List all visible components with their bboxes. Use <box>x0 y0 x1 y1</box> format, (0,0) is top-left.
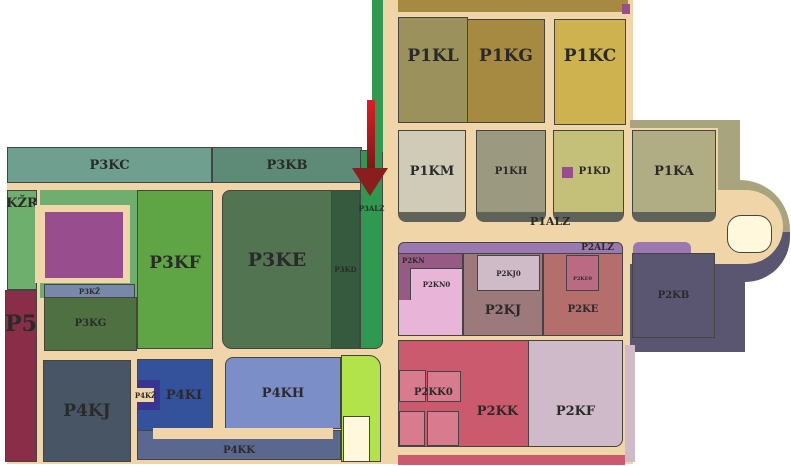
room-P2KN0[interactable]: P2KN0 <box>410 268 463 336</box>
room-P3KF[interactable]: P3KF <box>137 190 213 349</box>
room-purple-east <box>633 242 691 254</box>
room-P1KG[interactable]: P1KG <box>467 19 545 123</box>
room-P1KH[interactable]: P1KH <box>476 130 546 222</box>
room-purple[interactable] <box>45 212 123 278</box>
corridor-p4kk <box>153 428 333 439</box>
top-strip <box>398 0 628 12</box>
room-P2KE0[interactable]: P2KE0 <box>566 255 599 291</box>
apse-platform <box>727 215 772 253</box>
east-strip <box>625 345 635 462</box>
room-P3KE[interactable]: P3KE <box>222 190 332 349</box>
room-P2KB[interactable]: P2KB <box>632 253 715 338</box>
marker-purple <box>562 167 573 178</box>
room-P3KB[interactable]: P3KB <box>212 147 362 183</box>
room-P2KK-sub1 <box>399 370 426 402</box>
room-P2KK0[interactable]: P2KK0 <box>414 387 453 398</box>
room-P3KG[interactable]: P3KG <box>44 297 137 351</box>
room-P4KH[interactable]: P4KH <box>225 357 341 429</box>
room-P2KK-sub2 <box>427 371 461 402</box>
green-strip-north <box>372 0 383 152</box>
room-P1KC[interactable]: P1KC <box>554 19 626 125</box>
room-P2KK-sub4 <box>427 411 459 446</box>
room-P4KJ[interactable]: P4KJ <box>43 360 131 462</box>
room-P1ALZ[interactable]: P1ALZ <box>530 215 571 228</box>
room-P1KA[interactable]: P1KA <box>632 130 716 222</box>
room-P1KM[interactable]: P1KM <box>398 130 466 222</box>
top-purple <box>622 4 630 14</box>
room-KZR[interactable]: KŽR <box>6 190 38 290</box>
room-P2KN-sub <box>399 300 412 335</box>
room-P3KD[interactable]: P3KD <box>331 190 360 349</box>
room-P3KC[interactable]: P3KC <box>7 147 212 183</box>
room-P2KJ0[interactable]: P2KJ0 <box>477 255 540 291</box>
room-P4KZ[interactable]: P4KŽ <box>135 388 156 402</box>
bottom-strip <box>398 455 625 465</box>
entrance[interactable] <box>343 416 370 462</box>
room-P2KF[interactable]: P2KF <box>528 340 623 447</box>
room-P5[interactable]: P5 <box>5 290 37 462</box>
room-P2KK-sub3 <box>399 411 425 446</box>
arrow-down-icon <box>352 100 388 196</box>
room-P3KZ[interactable]: P3KŽ <box>44 284 135 298</box>
room-P1KL[interactable]: P1KL <box>398 17 468 123</box>
room-P3ALZ[interactable]: P3ALZ <box>359 150 384 349</box>
